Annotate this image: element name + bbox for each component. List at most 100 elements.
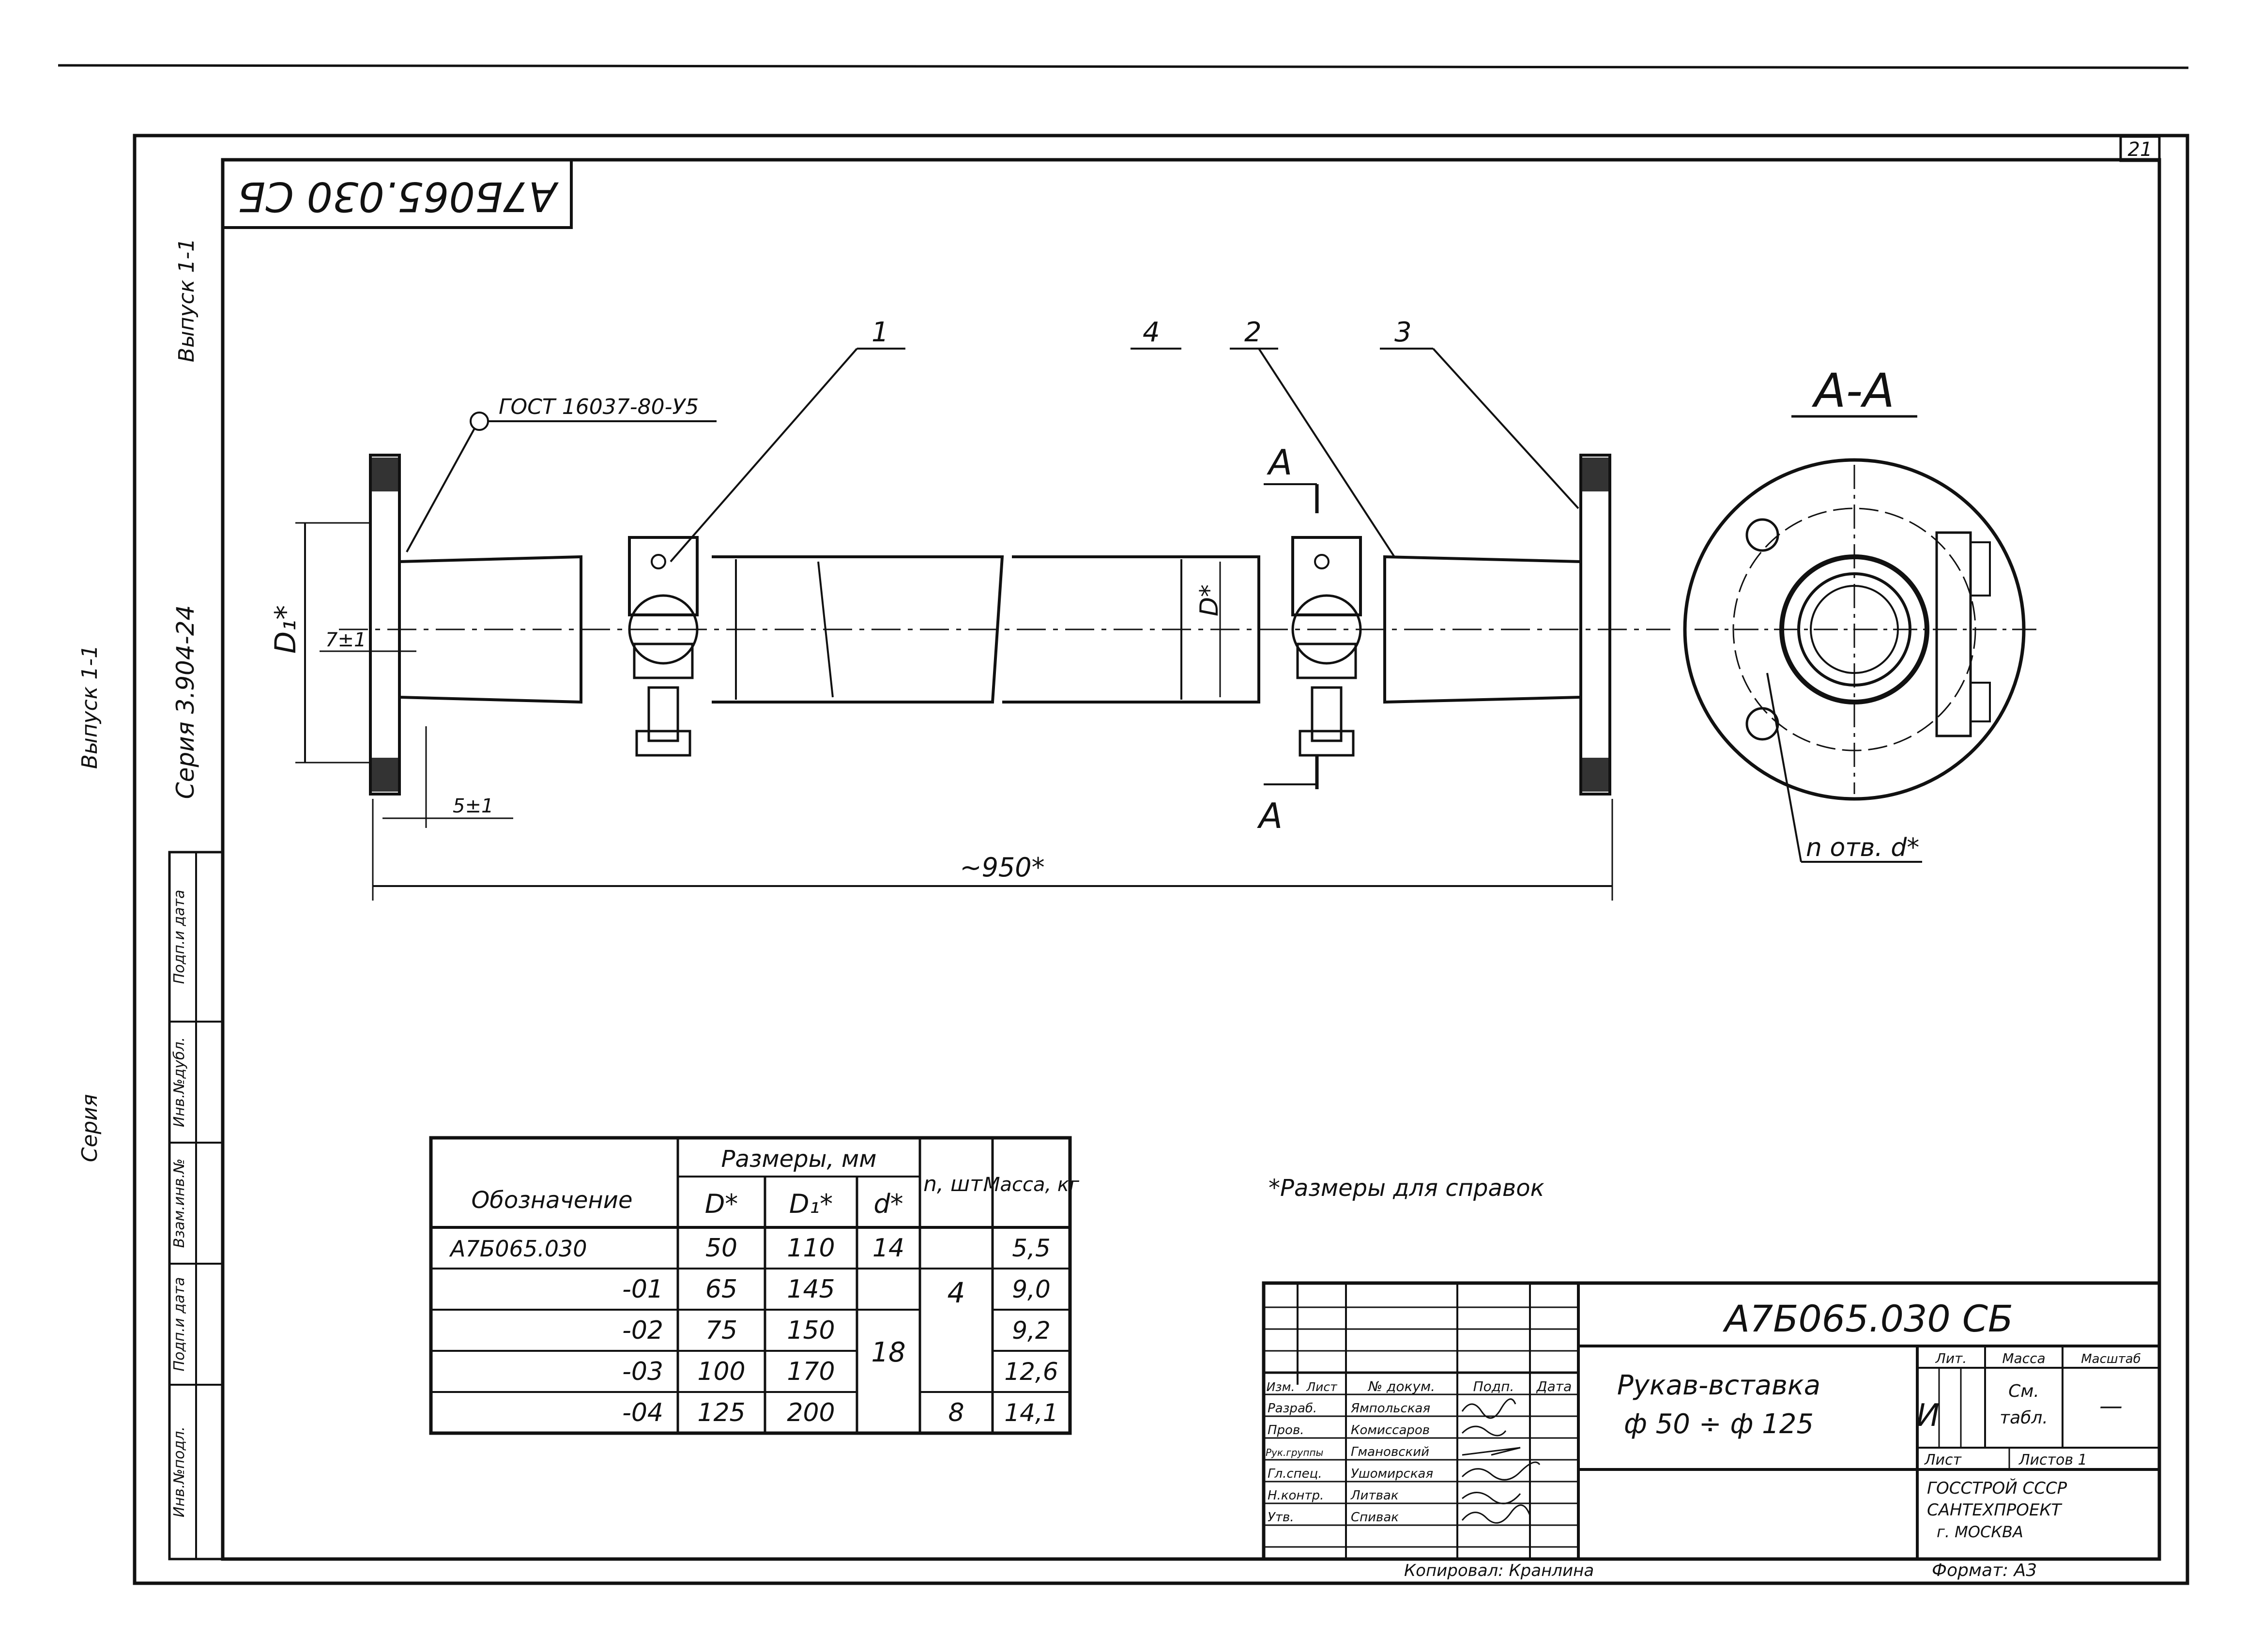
n-last: 8 — [948, 1398, 964, 1427]
tb-role: Гл.спец. — [1268, 1467, 1322, 1481]
sheet-number-box — [2119, 135, 2161, 162]
th-D: D* — [705, 1189, 738, 1219]
row-D1: 200 — [787, 1398, 835, 1427]
gost-callout: ГОСТ 16037-80-У5 — [499, 395, 699, 419]
signature-scribble — [1461, 1398, 1516, 1419]
row-d: 14 — [872, 1234, 904, 1263]
left-stamp-column: Инв.№подл. Подп.и дата Взам.инв.№ Инв.№д… — [168, 851, 224, 1560]
right-flange-bolt-top — [1582, 458, 1608, 491]
stamp-cell-label: Взам.инв.№ — [171, 1159, 188, 1248]
th-sizes: Размеры, мм — [721, 1146, 877, 1173]
hose-right-part — [1002, 555, 1260, 704]
row-D1: 145 — [787, 1275, 835, 1304]
row-d-merged: 18 — [871, 1337, 905, 1368]
tb-person: Гмановский — [1351, 1445, 1429, 1459]
row-designation: -02 — [622, 1316, 663, 1345]
dim-D1: D₁* — [269, 605, 303, 654]
tb-copied: Копировал: Кранлина — [1404, 1561, 1594, 1580]
th-d: d* — [873, 1189, 903, 1219]
th-n: n, шт. — [923, 1172, 989, 1196]
stamp-cell-label: Инв.№дубл. — [171, 1037, 188, 1127]
callout-1: 1 — [871, 317, 889, 348]
tb-scale-label: Масштаб — [2081, 1352, 2141, 1366]
right-flange — [1579, 454, 1611, 795]
tb-sheets-label: Листов 1 — [2018, 1452, 2087, 1468]
section-clamp-bolt — [1935, 531, 1972, 737]
left-flange — [369, 454, 401, 795]
row-D1: 110 — [787, 1234, 835, 1263]
row-D: 50 — [705, 1234, 737, 1263]
tb-col-doc: № докум. — [1367, 1378, 1435, 1394]
row-D: 65 — [705, 1275, 737, 1304]
footnote: *Размеры для справок — [1269, 1175, 1544, 1202]
row-D1: 150 — [787, 1316, 835, 1345]
weld-mark-circle — [470, 412, 489, 431]
tb-mass-value-2: табл. — [2000, 1408, 2048, 1428]
tb-mass-label: Масса — [2002, 1350, 2045, 1366]
outer-frame — [133, 134, 2189, 1585]
scan-edge-line — [58, 64, 2189, 69]
section-mark-bottom: А — [1257, 795, 1283, 836]
tb-col-izm: Изм. — [1267, 1380, 1295, 1394]
right-nipple — [1383, 555, 1582, 704]
right-clamp — [1291, 536, 1362, 757]
hose-break-line — [817, 561, 834, 698]
stamp-code-box — [221, 158, 573, 229]
dim-length: ~950* — [960, 852, 1044, 883]
row-mass: 5,5 — [1012, 1234, 1051, 1262]
tb-lit-value: И — [1916, 1398, 1940, 1434]
row-designation: -04 — [622, 1398, 663, 1427]
tb-code: А7Б065.030 СБ — [1722, 1297, 2013, 1340]
row-D: 75 — [705, 1316, 737, 1345]
callout-3: 3 — [1394, 317, 1412, 348]
th-D1: D₁* — [789, 1189, 833, 1219]
signature-scribble — [1461, 1461, 1541, 1481]
section-view: А-А n отв. d* — [1683, 364, 2038, 863]
stamp-cell-label: Подп.и дата — [171, 890, 188, 984]
tb-person: Спивак — [1351, 1510, 1399, 1525]
margin-series-top: Серия 3.904-24 — [171, 605, 199, 799]
title-block: А7Б065.030 СБ Рукав-вставка ф 50 ÷ ф 125… — [1262, 1281, 2161, 1580]
flange-hole-top — [1745, 518, 1779, 552]
tb-person: Литвак — [1350, 1488, 1399, 1503]
signature-scribble — [1461, 1425, 1507, 1437]
tb-person: Комиссаров — [1351, 1423, 1430, 1438]
tb-org-1: ГОССТРОЙ СССР — [1927, 1478, 2067, 1498]
section-title: А-А — [1811, 364, 1895, 418]
row-D: 125 — [697, 1398, 745, 1427]
left-clamp — [628, 536, 699, 757]
stamp-cell-label: Инв.№подл. — [171, 1426, 188, 1517]
row-designation: -03 — [622, 1357, 663, 1386]
margin-issue-top: Выпуск 1-1 — [174, 238, 199, 362]
row-mass: 12,6 — [1004, 1358, 1058, 1386]
row-designation: А7Б065.030 — [449, 1236, 587, 1262]
row-mass: 14,1 — [1004, 1399, 1058, 1427]
signature-scribble — [1462, 1492, 1521, 1504]
tb-scale-value: — — [2099, 1392, 2123, 1420]
signature-scribble — [1462, 1447, 1521, 1456]
flange-hole-bottom — [1745, 707, 1779, 741]
sheet-number: 21 — [2128, 138, 2153, 161]
n-merged: 4 — [948, 1276, 965, 1309]
tb-col-list: Лист — [1306, 1380, 1338, 1394]
margin-series-outer: Серия — [77, 1094, 102, 1163]
tb-lit-label: Лит. — [1935, 1350, 1967, 1366]
tb-sheet-label: Лист — [1924, 1452, 1962, 1468]
tb-person: Ушомирская — [1351, 1467, 1433, 1481]
hose-left-part — [712, 555, 1004, 704]
callout-2: 2 — [1244, 317, 1262, 348]
stamp-cell-label: Подп.и дата — [171, 1277, 188, 1372]
tb-role: Разраб. — [1268, 1401, 1317, 1416]
dim-D: D* — [1195, 584, 1224, 616]
dim-7: 7±1 — [325, 629, 366, 651]
tb-person: Ямпольская — [1350, 1401, 1430, 1416]
tb-role: Пров. — [1268, 1423, 1304, 1438]
row-mass: 9,2 — [1012, 1316, 1051, 1345]
row-mass: 9,0 — [1012, 1275, 1051, 1303]
stamp-code: А7Б065.030 СБ — [238, 173, 559, 220]
tb-role: Утв. — [1268, 1510, 1294, 1525]
left-flange-bolt-top — [372, 458, 398, 491]
th-designation: Обозначение — [471, 1187, 632, 1214]
left-flange-bolt-bottom — [372, 758, 398, 792]
tb-name-2: ф 50 ÷ ф 125 — [1624, 1408, 1814, 1440]
